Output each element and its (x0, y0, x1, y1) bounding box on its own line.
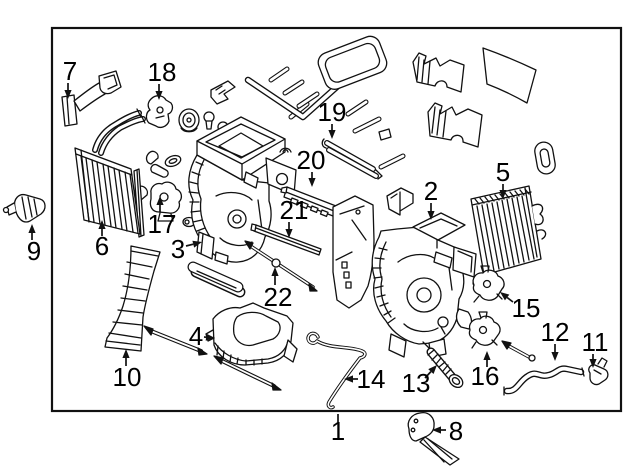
grommet (534, 141, 556, 175)
part-18-bracket (145, 95, 174, 128)
callout-label-12: 12 (541, 317, 570, 347)
callout-arrowhead-6 (98, 220, 106, 229)
part-21-strip (250, 223, 322, 256)
callout-arrowhead-10 (122, 349, 130, 358)
callout-label-8: 8 (449, 416, 463, 446)
part-3-hvac-case (188, 116, 297, 265)
shaft-rod (501, 340, 536, 362)
door-blade (187, 261, 246, 298)
part-8-bracket (407, 412, 460, 466)
callout-label-16: 16 (471, 361, 500, 391)
callout-label-7: 7 (63, 56, 77, 86)
seal-strips (288, 99, 414, 216)
part-16-actuator (468, 311, 501, 349)
callout-arrowhead-20 (308, 178, 316, 187)
callout-label-6: 6 (95, 231, 109, 261)
callout-label-17: 17 (148, 209, 177, 239)
callout-label-18: 18 (148, 57, 177, 87)
part-6-heater-core (74, 108, 146, 235)
callout-arrowhead-7 (64, 90, 72, 99)
callout-arrowhead-5 (499, 190, 507, 199)
part-19-seal-strip (321, 138, 383, 180)
callout-label-10: 10 (113, 362, 142, 392)
callout-arrowhead-11 (589, 359, 597, 368)
callout-label-5: 5 (496, 157, 510, 187)
callout-arrowhead-17 (156, 196, 164, 205)
callout-leader-15 (506, 296, 514, 303)
callout-arrowhead-4 (205, 333, 215, 341)
callout-label-13: 13 (402, 368, 431, 398)
callout-arrowhead-12 (551, 352, 559, 361)
part-12-drain-hose (503, 365, 585, 396)
callout-label-3: 3 (171, 234, 185, 264)
part-11-elbow (588, 357, 609, 386)
part-4-lower-case (205, 302, 298, 366)
callout-label-9: 9 (27, 236, 41, 266)
callout-arrowhead-13 (428, 365, 437, 375)
callout-label-15: 15 (512, 293, 541, 323)
part-7-bracket (61, 70, 122, 127)
callout-arrowhead-3 (192, 240, 202, 248)
callout-leader-3 (185, 243, 194, 247)
insulator-pads (412, 47, 537, 148)
part-13-ribbed-hose (422, 341, 464, 389)
top-gaskets (244, 35, 388, 121)
callout-arrowhead-18 (155, 91, 163, 100)
door-shaft-rods (143, 325, 282, 391)
callout-arrowhead-9 (28, 224, 36, 233)
part-5-evaporator-core (470, 185, 547, 276)
part-9-bracket (2, 193, 46, 223)
callout-arrowhead-21 (285, 229, 293, 238)
part-10-floor-duct (104, 245, 161, 352)
callout-label-11: 11 (582, 327, 609, 357)
part-15-actuator (472, 265, 505, 303)
callout-arrowhead-8 (432, 426, 441, 434)
callout-leader-13 (424, 371, 432, 379)
callout-label-20: 20 (297, 145, 326, 175)
callout-label-1: 1 (331, 416, 345, 446)
callout-arrowhead-14 (344, 375, 353, 383)
callout-label-19: 19 (318, 97, 347, 127)
callout-arrowhead-15 (500, 292, 510, 301)
callout-label-14: 14 (357, 364, 386, 394)
callout-label-4: 4 (189, 321, 203, 351)
part-22-rod (244, 240, 318, 292)
callout-label-2: 2 (424, 176, 438, 206)
part-17-actuator (149, 181, 196, 228)
callout-arrowhead-19 (328, 130, 336, 139)
callout-arrowhead-22 (271, 267, 279, 276)
callout-arrowhead-16 (483, 351, 491, 360)
callout-arrowhead-2 (427, 211, 435, 220)
part-14-cable (306, 331, 367, 410)
callout-label-22: 22 (264, 282, 293, 312)
callout-label-21: 21 (280, 195, 309, 225)
